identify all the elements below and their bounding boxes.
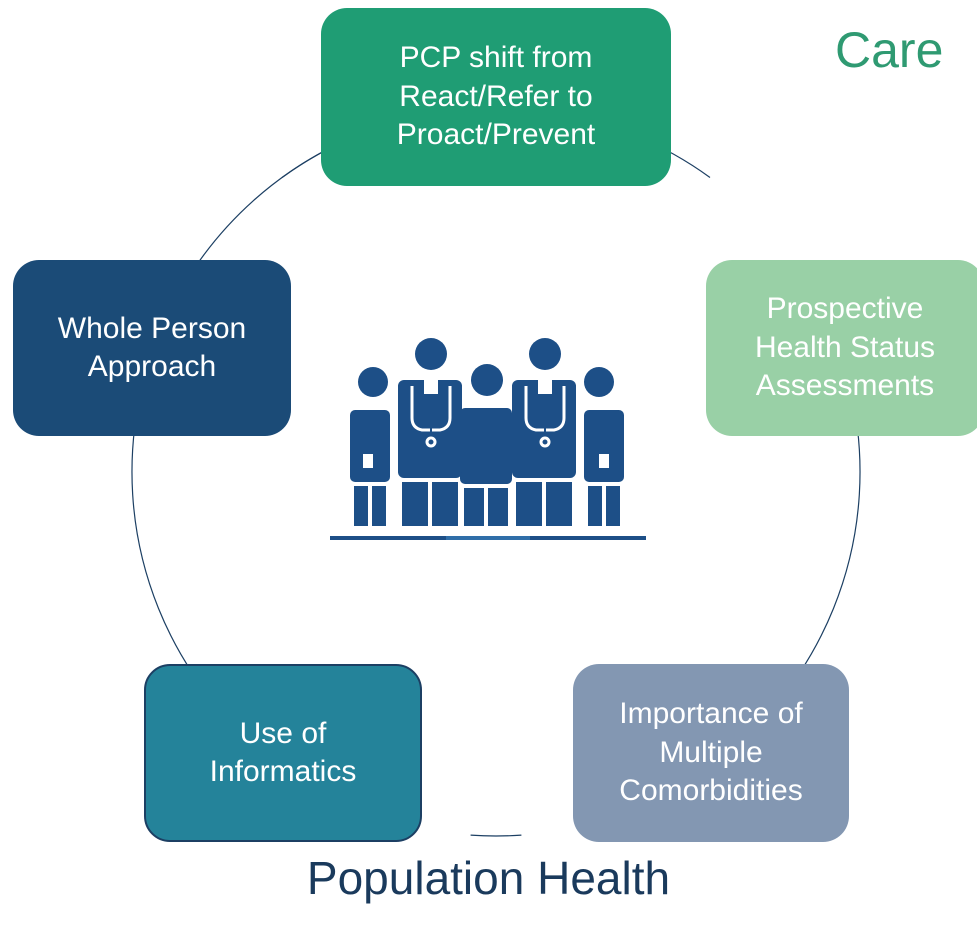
diagram-footer: Population Health [306, 852, 671, 904]
node-whole-person-line-1: Whole Person [57, 311, 247, 345]
node-pcp-shift-line-3: Proact/Prevent [396, 118, 596, 152]
node-pcp-shift-line-2: React/Refer to [399, 79, 593, 113]
node-prospective-line-2: Health Status [754, 330, 936, 364]
node-informatics: Use of Informatics [144, 664, 422, 842]
node-pcp-shift-line-1: PCP shift from [399, 41, 593, 75]
node-comorbidities-line-2: Multiple [659, 735, 763, 769]
ring-arc-3 [470, 834, 522, 837]
node-whole-person: Whole Person Approach [13, 260, 291, 436]
node-informatics-line-1: Use of [239, 716, 327, 750]
node-prospective-line-3: Assessments [755, 369, 935, 403]
node-pcp-shift: PCP shift from React/Refer to Proact/Pre… [321, 8, 671, 186]
node-comorbidities-line-1: Importance of [619, 697, 803, 731]
node-prospective-line-1: Prospective [766, 292, 924, 326]
diagram-title: Care [835, 22, 944, 78]
node-comorbidities: Importance of Multiple Comorbidities [573, 664, 849, 842]
node-whole-person-line-2: Approach [87, 350, 217, 383]
node-prospective-assessments: Prospective Health Status Assessments [706, 260, 977, 436]
node-informatics-line-2: Informatics [209, 755, 357, 788]
medical-team-icon [330, 338, 646, 540]
node-comorbidities-line-3: Comorbidities [619, 774, 803, 808]
